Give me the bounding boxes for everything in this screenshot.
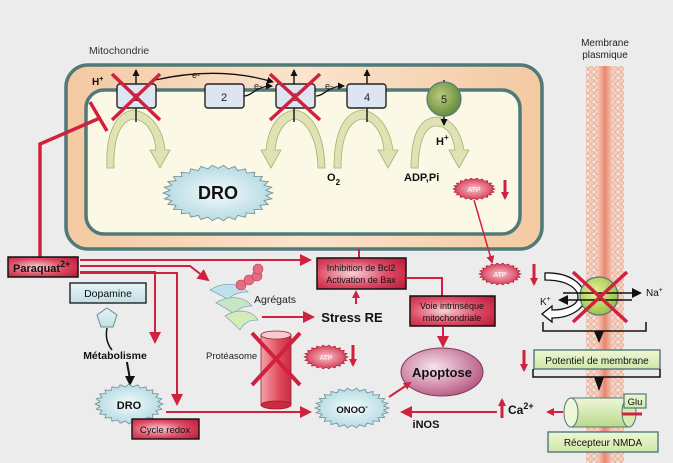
svg-text:2: 2 bbox=[221, 92, 227, 104]
ca-label: Ca2+ bbox=[508, 401, 534, 417]
complex-2: 2 bbox=[204, 83, 245, 109]
electron-label-2: e- bbox=[254, 81, 262, 91]
mitochondrion-label: Mitochondrie bbox=[89, 45, 149, 57]
svg-text:Voie intrinsèque: Voie intrinsèque bbox=[420, 301, 484, 311]
potentiel-membrane-box: Potentiel de membrane bbox=[533, 349, 661, 370]
bcl2-to-voie-line bbox=[406, 277, 443, 296]
electron-path-3-4 bbox=[315, 82, 345, 97]
dro-mitochondrial: DRO bbox=[161, 164, 275, 222]
svg-text:Activation de Bax: Activation de Bax bbox=[326, 275, 396, 285]
svg-text:Cycle redox: Cycle redox bbox=[140, 425, 190, 436]
proteasome-label: Protéasome bbox=[206, 351, 257, 362]
svg-text:DRO: DRO bbox=[117, 400, 142, 412]
membrane-label-line1: Membrane bbox=[581, 38, 629, 49]
stress-re-label: Stress RE bbox=[321, 310, 383, 325]
dopamine-box: Dopamine bbox=[69, 282, 147, 304]
electron-path-1-3 bbox=[154, 72, 274, 84]
atp-proteasome: ATP bbox=[303, 344, 349, 370]
paraquat-pathways bbox=[80, 254, 312, 406]
aggregates-icon bbox=[209, 263, 264, 331]
svg-text:Apoptose: Apoptose bbox=[412, 365, 472, 380]
svg-text:Récepteur NMDA: Récepteur NMDA bbox=[564, 438, 643, 449]
complex-3-inhibition-x-icon bbox=[268, 72, 322, 122]
svg-text:Glu: Glu bbox=[628, 397, 643, 408]
na-plus-label: Na+ bbox=[646, 287, 663, 299]
metabolisme-label: Métabolisme bbox=[83, 350, 147, 362]
paraquat-box: Paraquat2+ bbox=[7, 256, 79, 278]
svg-text:Potentiel de membrane: Potentiel de membrane bbox=[545, 356, 649, 367]
agregats-label: Agrégats bbox=[254, 294, 296, 306]
inhibition-bar-icon bbox=[88, 101, 109, 132]
svg-text:ONOO-: ONOO- bbox=[336, 404, 368, 416]
pump-to-potential-arrow bbox=[594, 331, 604, 343]
svg-text:ATP: ATP bbox=[319, 355, 332, 362]
complex-4: 4 bbox=[346, 69, 387, 122]
onoo-to-apoptose-arrow bbox=[388, 381, 412, 398]
svg-text:5: 5 bbox=[441, 94, 447, 106]
h-plus-label-mito: H+ bbox=[92, 76, 103, 88]
onoo-node: ONOO- bbox=[313, 387, 391, 429]
svg-text:ATP: ATP bbox=[493, 272, 506, 279]
complex-5-atp-synthase: 5 bbox=[426, 80, 462, 126]
glu-box: Glu bbox=[623, 393, 647, 409]
k-plus-label: K+ bbox=[540, 296, 551, 308]
proton-arcs bbox=[106, 109, 470, 169]
svg-text:ATP: ATP bbox=[467, 187, 480, 194]
potential-to-nmda-arrow bbox=[594, 377, 604, 391]
dopamine-molecule-icon bbox=[96, 307, 118, 328]
electron-path-2-3 bbox=[243, 82, 273, 97]
svg-text:4: 4 bbox=[364, 92, 370, 104]
svg-text:DRO: DRO bbox=[198, 183, 238, 203]
metabolisme-arrow bbox=[124, 361, 135, 386]
dro-cytosolic: DRO bbox=[94, 383, 164, 425]
cycle-redox-box: Cycle redox bbox=[131, 418, 200, 440]
atp-mito-to-cytosol-line bbox=[473, 199, 495, 264]
o2-label: O2 bbox=[327, 172, 341, 187]
voie-intrinseque-box: Voie intrinsèque mitochondriale bbox=[409, 295, 496, 327]
svg-text:Inhibition de Bcl2: Inhibition de Bcl2 bbox=[327, 263, 396, 273]
inos-label: iNOS bbox=[413, 419, 440, 431]
h-plus-label-matrix: H+ bbox=[436, 133, 449, 148]
adp-pi-label: ADP,Pi bbox=[404, 172, 439, 184]
membrane-label-line2: plasmique bbox=[582, 50, 628, 61]
apoptose-node: Apoptose bbox=[400, 347, 484, 397]
paraquat-complex1-inhibition-line bbox=[38, 116, 101, 258]
electron-label-1: e- bbox=[192, 70, 200, 80]
complex-1-inhibition-x-icon bbox=[110, 72, 162, 122]
dopamine-metabolism-line bbox=[105, 327, 113, 351]
pump-inhibition-x-icon bbox=[571, 270, 629, 324]
svg-text:Paraquat2+: Paraquat2+ bbox=[13, 259, 70, 275]
atp-cytosol: ATP bbox=[478, 262, 522, 286]
svg-text:mitochondriale: mitochondriale bbox=[423, 313, 482, 323]
electron-label-3: e- bbox=[325, 81, 333, 91]
svg-text:Dopamine: Dopamine bbox=[84, 288, 132, 300]
bcl2-bax-box: Inhibition de Bcl2 Activation de Bax bbox=[316, 257, 407, 290]
proteasome-inhibition-x-icon bbox=[250, 331, 302, 387]
atp-mito: ATP bbox=[452, 177, 496, 201]
recepteur-nmda-box: Récepteur NMDA bbox=[547, 431, 659, 453]
